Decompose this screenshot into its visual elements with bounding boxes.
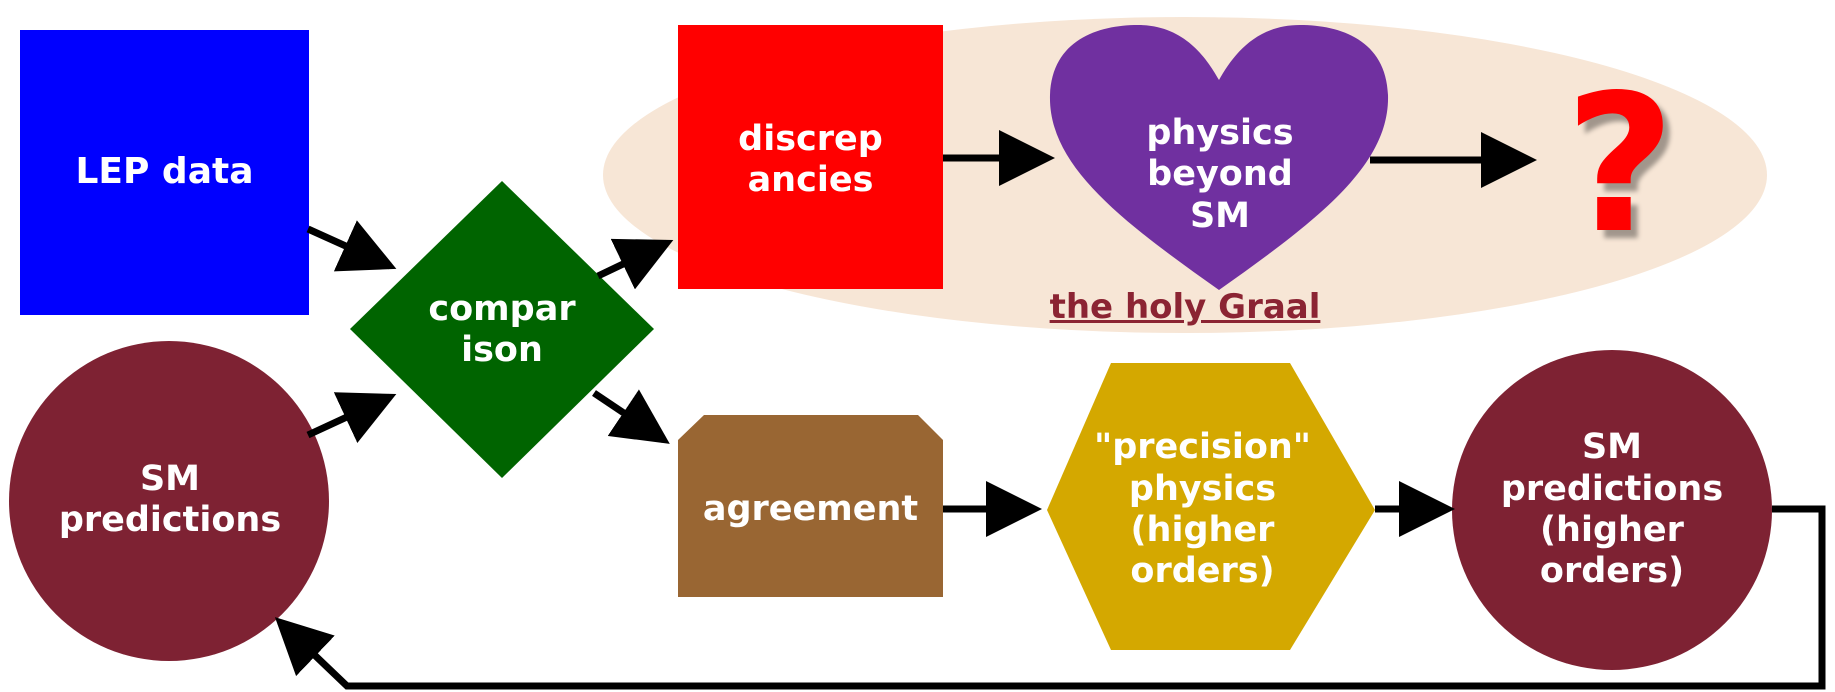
sm-predictions-label: SM predictions [58,458,282,540]
arrows [274,130,1826,690]
arrow-lep-to-comparison [306,220,397,272]
sm-predictions-circle[interactable] [9,341,329,661]
physics-beyond-heart[interactable] [1049,25,1389,290]
comparison-label: compar ison [428,288,576,370]
precision-label: "precision" physics (higher orders) [1093,427,1312,592]
sm-higher-orders-circle[interactable] [1452,350,1772,670]
lep-data-box[interactable] [20,30,309,315]
discrepancies-label: discrep ancies [738,118,883,200]
agreement-box[interactable] [678,415,943,597]
sm-higher-orders-label: SM predictions (higher orders) [1500,427,1724,592]
comparison-diamond[interactable] [350,181,654,478]
arrow-sm-to-comparison [306,392,397,444]
lep-data-label: LEP data [75,151,254,193]
arrow-comparison-to-discrepancies [596,238,674,290]
holy-graal-annotation: the holy Graal [1049,287,1321,327]
arrow-comparison-to-agreement [592,389,670,444]
discrepancies-box[interactable] [678,25,943,289]
agreement-label: agreement [702,489,919,530]
precision-hexagon[interactable] [1047,363,1375,650]
physics-beyond-label: physics beyond SM [1146,113,1294,236]
question-mark: ? [1564,54,1676,275]
arrow-sm-higher-loop-back [274,505,1826,690]
